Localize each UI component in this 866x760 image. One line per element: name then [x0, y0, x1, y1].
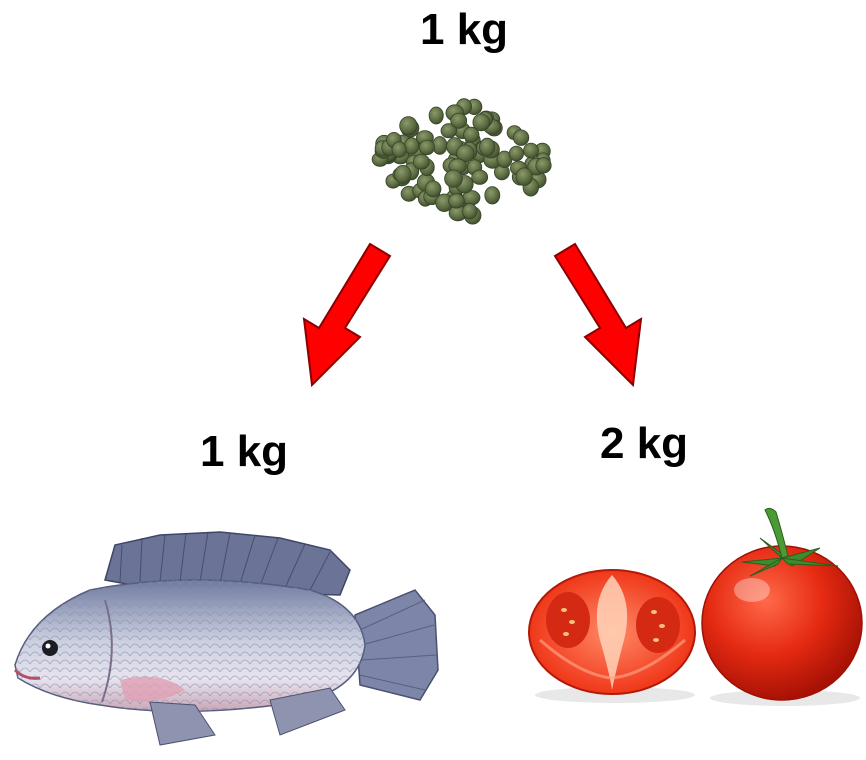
tilapia-fish-icon: [10, 520, 440, 755]
arrow-to-fish-icon: [290, 240, 400, 390]
feed-weight-label: 1 kg: [420, 8, 508, 52]
arrow-to-tomato-icon: [545, 240, 655, 390]
fish-weight-label: 1 kg: [200, 430, 288, 474]
tomato-icon: [520, 500, 866, 710]
tomato-weight-label: 2 kg: [600, 422, 688, 466]
feed-pellets-icon: [360, 80, 570, 240]
